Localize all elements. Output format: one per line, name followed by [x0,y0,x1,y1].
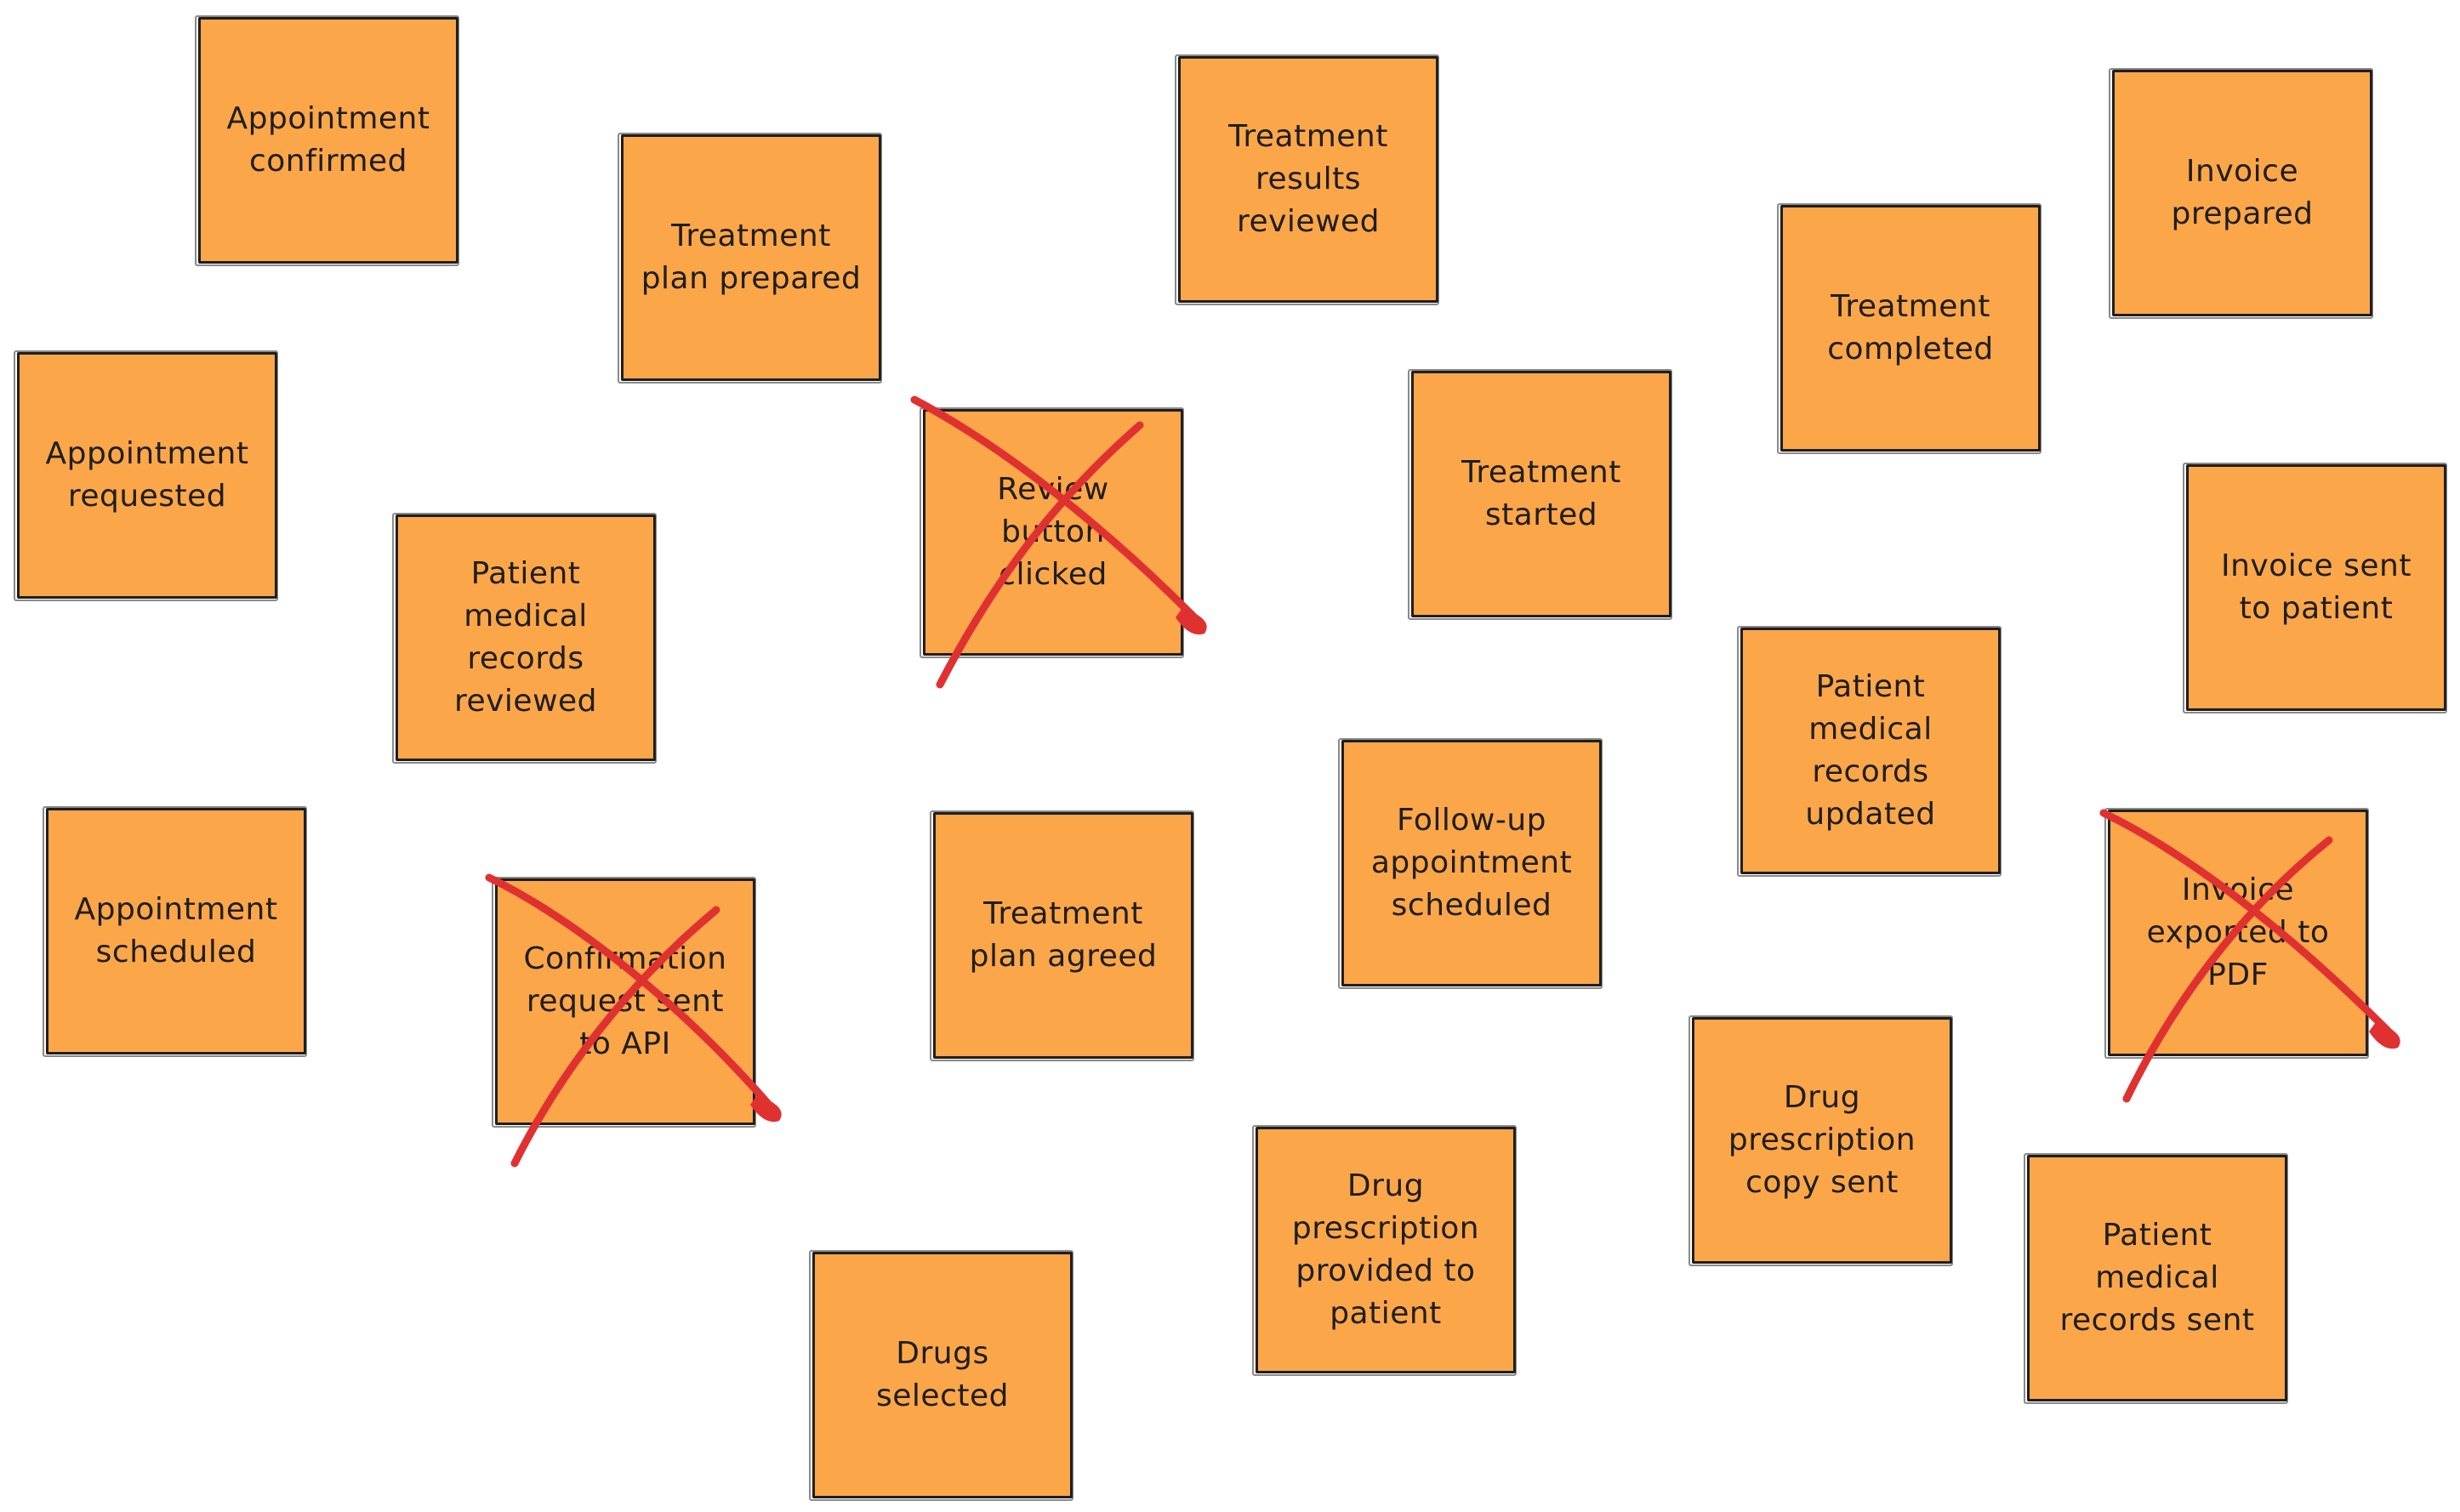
sticky-note-treatment-plan-agreed[interactable]: Treatment plan agreed [930,810,1194,1061]
sticky-note-label: Follow-up appointment scheduled [1370,803,1573,923]
sticky-note-treatment-results-reviewed[interactable]: Treatment results reviewed [1175,54,1439,305]
sticky-note-label: Drugs selected [876,1336,1009,1413]
sticky-note-invoice-exported-to-pdf[interactable]: Invoice exported to PDF [2104,808,2369,1059]
sticky-note-label: Patient medical records updated [1805,669,1936,832]
sticky-note-appointment-confirmed[interactable]: Appointment confirmed [195,15,459,266]
sticky-note-label: Treatment plan agreed [969,896,1158,974]
sticky-note-invoice-prepared[interactable]: Invoice prepared [2109,68,2373,319]
sticky-note-label: Appointment scheduled [74,892,278,969]
sticky-note-label: Drug prescription copy sent [1728,1080,1916,1200]
sticky-note-treatment-started[interactable]: Treatment started [1408,369,1672,620]
sticky-note-patient-medical-records-updated[interactable]: Patient medical records updated [1737,626,2002,877]
sticky-note-drug-prescription-copy-sent[interactable]: Drug prescription copy sent [1688,1015,1953,1266]
sticky-note-label: Treatment plan prepared [641,219,862,296]
sticky-note-label: Treatment completed [1827,289,1994,367]
sticky-note-label: Treatment started [1461,455,1621,532]
sticky-note-label: Review button clicked [997,472,1109,592]
sticky-note-label: Invoice sent to patient [2221,549,2412,626]
sticky-note-label: Confirmation request sent to API [523,941,727,1061]
sticky-note-treatment-plan-prepared[interactable]: Treatment plan prepared [618,133,882,384]
sticky-note-label: Appointment requested [45,436,249,514]
sticky-note-label: Invoice exported to PDF [2146,873,2330,992]
sticky-note-label: Drug prescription provided to patient [1291,1168,1480,1331]
sticky-note-review-button-clicked[interactable]: Review button clicked [920,407,1184,658]
sticky-note-confirmation-request-sent-to-api[interactable]: Confirmation request sent to API [492,877,756,1128]
sticky-note-appointment-requested[interactable]: Appointment requested [14,350,278,601]
sticky-note-invoice-sent-to-patient[interactable]: Invoice sent to patient [2183,463,2447,713]
sticky-note-drug-prescription-provided-to-patient[interactable]: Drug prescription provided to patient [1252,1125,1517,1376]
sticky-note-follow-up-appointment-scheduled[interactable]: Follow-up appointment scheduled [1338,738,1603,989]
sticky-note-label: Patient medical records reviewed [453,556,598,719]
sticky-note-label: Treatment results reviewed [1228,119,1388,239]
sticky-note-patient-medical-records-reviewed[interactable]: Patient medical records reviewed [392,513,657,764]
sticky-note-patient-medical-records-sent[interactable]: Patient medical records sent [2024,1153,2288,1404]
sticky-note-appointment-scheduled[interactable]: Appointment scheduled [43,806,307,1057]
sticky-note-label: Patient medical records sent [2059,1218,2255,1338]
sticky-note-drugs-selected[interactable]: Drugs selected [809,1250,1073,1501]
sticky-note-label: Invoice prepared [2171,154,2314,231]
sticky-note-label: Appointment confirmed [226,101,430,179]
sticky-note-treatment-completed[interactable]: Treatment completed [1777,203,2041,454]
